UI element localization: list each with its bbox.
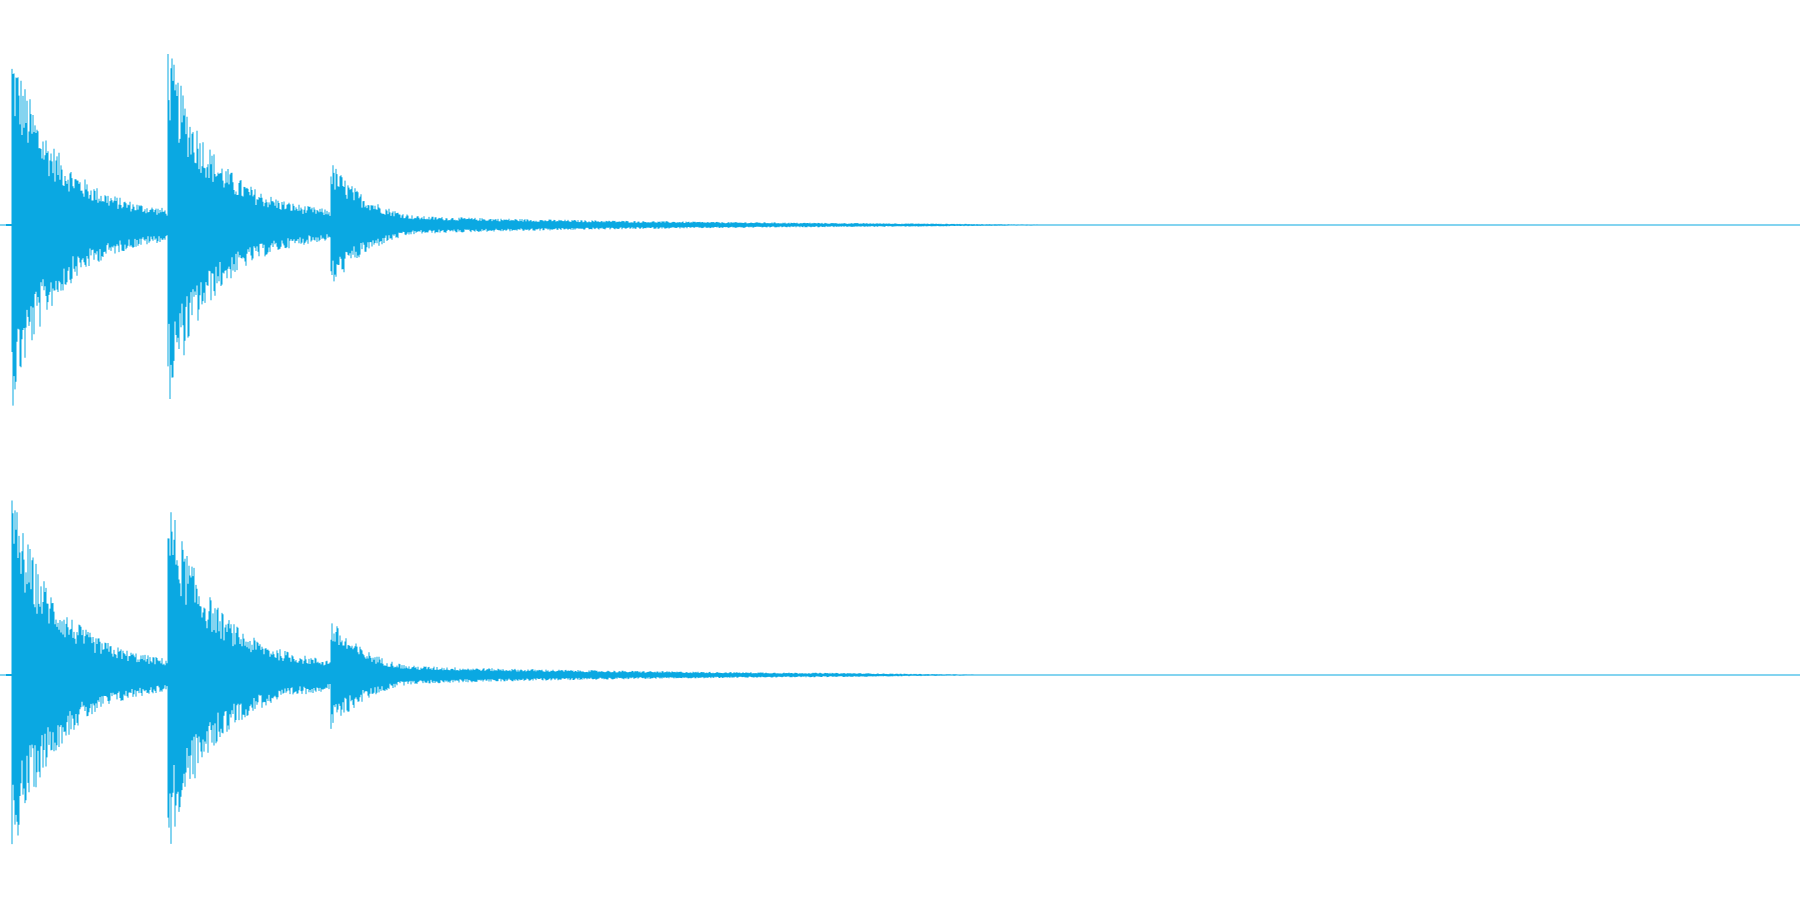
channel-1-waveform[interactable] [0, 54, 1800, 406]
waveform-trace [11, 500, 1055, 845]
channel-2-waveform[interactable] [0, 500, 1800, 845]
waveform-trace [11, 54, 1141, 406]
